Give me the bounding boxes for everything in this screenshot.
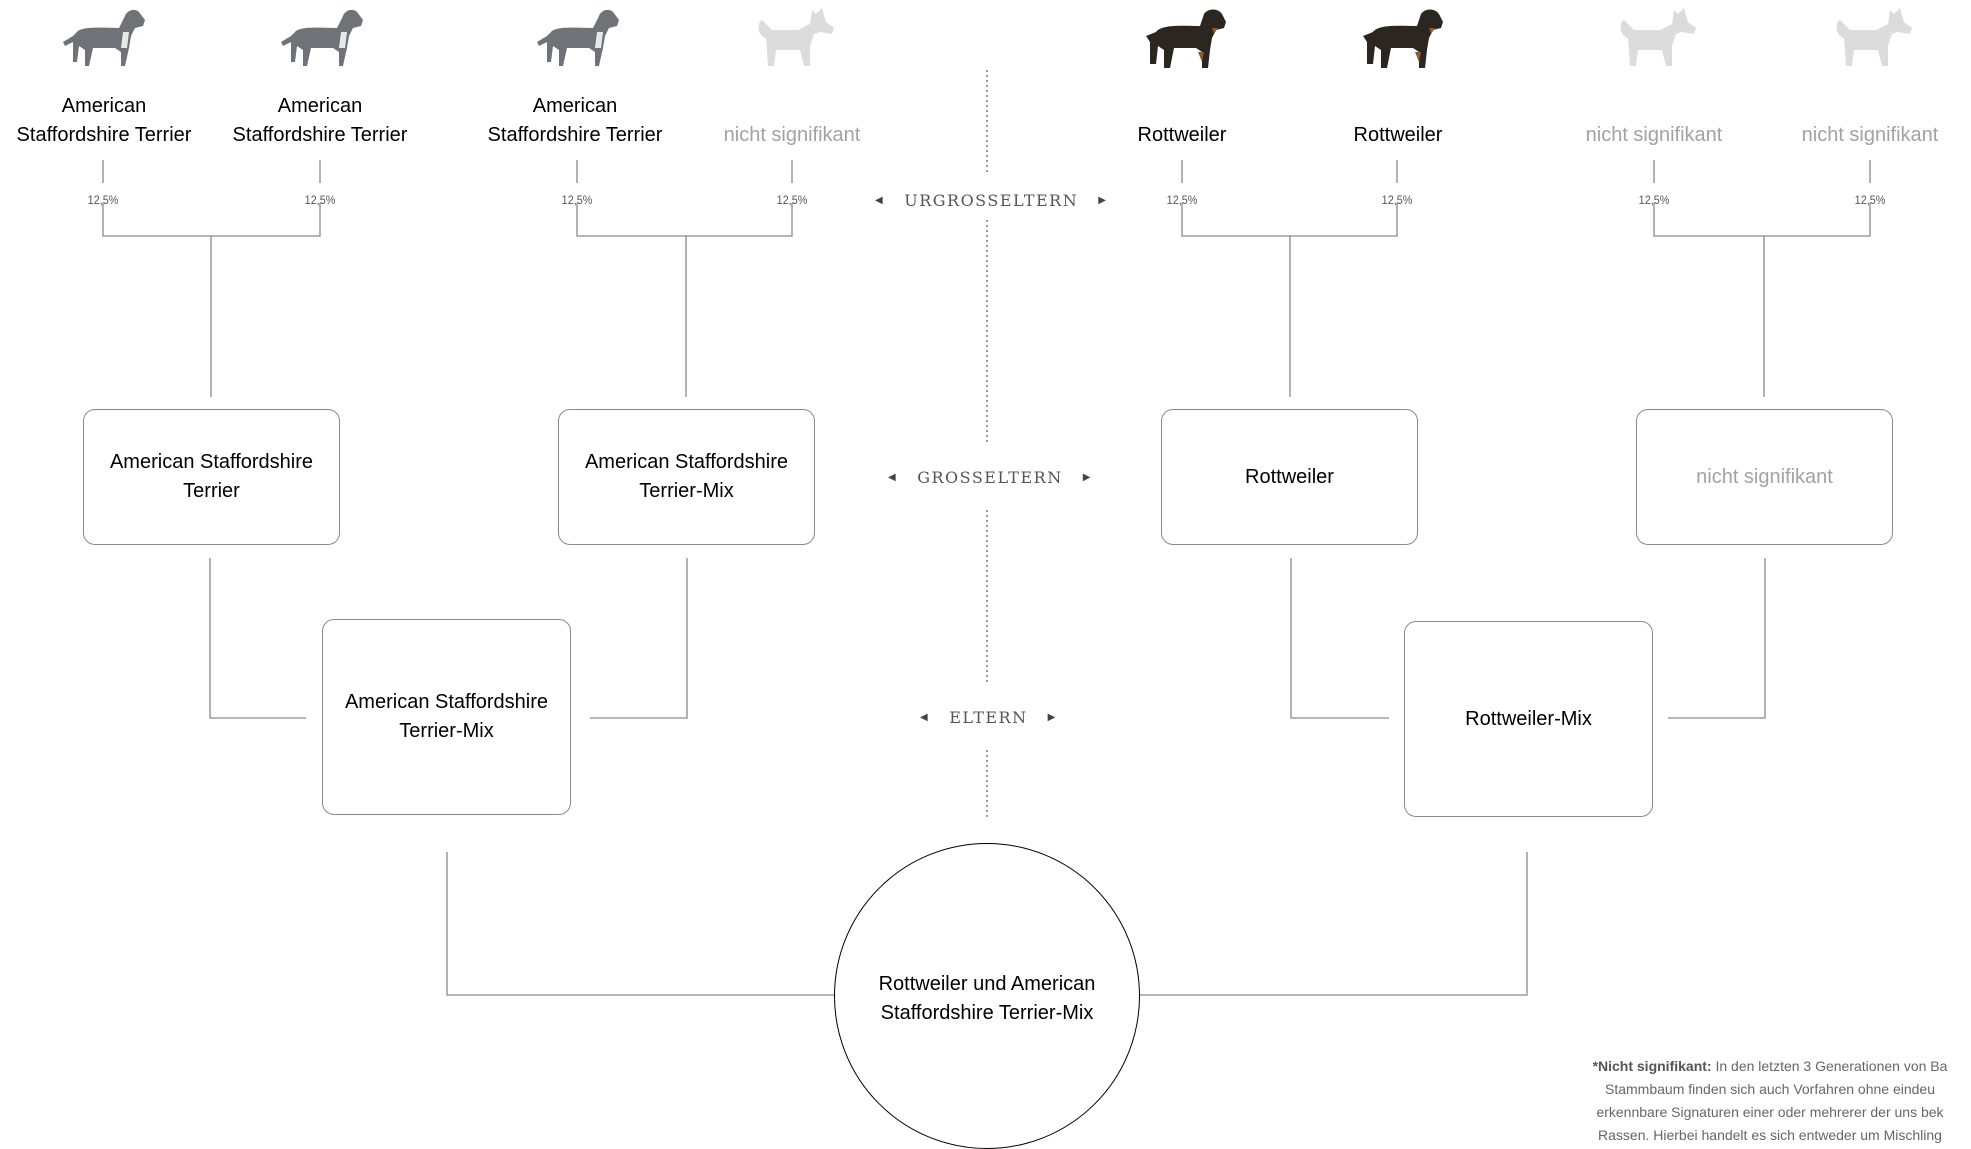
grandparent-1-line1: American Staffordshire (109, 451, 314, 473)
staffordshire-dog-icon (281, 9, 363, 66)
footnote-line4: Rassen. Hierbei handelt es sich entweder… (1598, 1127, 1942, 1143)
great-grandparent-4-percent: 12,5% (776, 193, 808, 207)
arrow-right-icon: ▶ (1047, 712, 1057, 723)
great-grandparent-7-name: nicht signifikant (1554, 121, 1754, 150)
great-grandparent-8-name-line2: nicht signifikant (1801, 124, 1939, 146)
footnote-lead: *Nicht signifikant: (1592, 1058, 1712, 1074)
arrow-right-icon: ▶ (1098, 195, 1108, 206)
great-grandparent-6-name: Rottweiler (1298, 121, 1498, 150)
generation-label-grandparents: ◀ GROSSELTERN ▶ (888, 468, 1092, 487)
footnote-line1: *Nicht signifikant: In den letzten 3 Gen… (1520, 1055, 1971, 1078)
grandparent-2-line1: American Staffordshire (584, 451, 789, 473)
generation-label-grandparents-text: GROSSELTERN (917, 468, 1063, 487)
great-grandparent-6-percent: 12,5% (1381, 193, 1413, 207)
footnote-line3: erkennbare Signaturen einer oder mehrere… (1596, 1104, 1944, 1120)
rottweiler-dog-icon (1146, 9, 1226, 68)
great-grandparent-5-percent: 12,5% (1166, 193, 1198, 207)
grandparent-4-line1: nicht signifikant (1696, 465, 1833, 488)
grandparent-box-3: Rottweiler (1161, 409, 1418, 545)
great-grandparent-7-percent: 12,5% (1638, 193, 1670, 207)
rottweiler-dog-icon (1363, 9, 1443, 68)
parent-2-line1: Rottweiler-Mix (1465, 707, 1592, 730)
generation-label-parents: ◀ ELTERN ▶ (920, 708, 1057, 727)
grandparent-3-line1: Rottweiler (1245, 465, 1334, 488)
generation-label-parents-text: ELTERN (949, 708, 1028, 727)
great-grandparent-3-percent: 12,5% (561, 193, 593, 207)
footnote-line2: Stammbaum finden sich auch Vorfahren ohn… (1605, 1081, 1935, 1097)
great-grandparent-3-name-line2: Staffordshire Terrier (487, 124, 663, 146)
parent-1-line1: American Staffordshire (344, 691, 549, 713)
great-grandparent-2-percent: 12,5% (304, 193, 336, 207)
result-line2: Staffordshire Terrier-Mix (880, 1002, 1094, 1024)
arrow-left-icon: ◀ (888, 472, 898, 483)
great-grandparent-1-name-line2: Staffordshire Terrier (16, 124, 192, 146)
great-grandparent-2-name-line2: Staffordshire Terrier (232, 124, 408, 146)
placeholder-dog-icon (758, 8, 834, 66)
great-grandparent-6-name-line2: Rottweiler (1353, 124, 1443, 146)
great-grandparent-7-name-line2: nicht signifikant (1585, 124, 1723, 146)
footnote: *Nicht signifikant: In den letzten 3 Gen… (1520, 1055, 1971, 1147)
staffordshire-dog-icon (537, 9, 619, 66)
great-grandparent-2-name-line1: American (277, 95, 363, 117)
grandparent-2-line2: Terrier-Mix (639, 480, 734, 502)
grandparent-1-line2: Terrier (183, 480, 240, 502)
placeholder-dog-icon (1620, 8, 1696, 66)
great-grandparent-1-percent: 12,5% (87, 193, 119, 207)
parent-box-2: Rottweiler-Mix (1404, 621, 1653, 817)
result-line1: Rottweiler und American (878, 973, 1096, 995)
generation-label-great-grandparents-text: URGROSSELTERN (904, 191, 1079, 210)
great-grandparent-3-name-line1: American (532, 95, 618, 117)
great-grandparent-4-name: nicht signifikant (692, 121, 892, 150)
great-grandparent-5-name-line2: Rottweiler (1137, 124, 1227, 146)
arrow-left-icon: ◀ (875, 195, 885, 206)
great-grandparent-1-name-line1: American (61, 95, 147, 117)
great-grandparent-8-name: nicht signifikant (1770, 121, 1970, 150)
arrow-right-icon: ▶ (1082, 472, 1092, 483)
footnote-line1-text: In den letzten 3 Generationen von Ba (1711, 1058, 1948, 1074)
staffordshire-dog-icon (63, 9, 145, 66)
generation-label-great-grandparents: ◀ URGROSSELTERN ▶ (875, 191, 1107, 210)
parent-1-line2: Terrier-Mix (399, 720, 494, 742)
grandparent-box-4: nicht signifikant (1636, 409, 1893, 545)
placeholder-dog-icon (1836, 8, 1912, 66)
great-grandparent-5-name: Rottweiler (1082, 121, 1282, 150)
arrow-left-icon: ◀ (920, 712, 930, 723)
great-grandparent-4-name-line2: nicht signifikant (723, 124, 861, 146)
great-grandparent-8-percent: 12,5% (1854, 193, 1886, 207)
